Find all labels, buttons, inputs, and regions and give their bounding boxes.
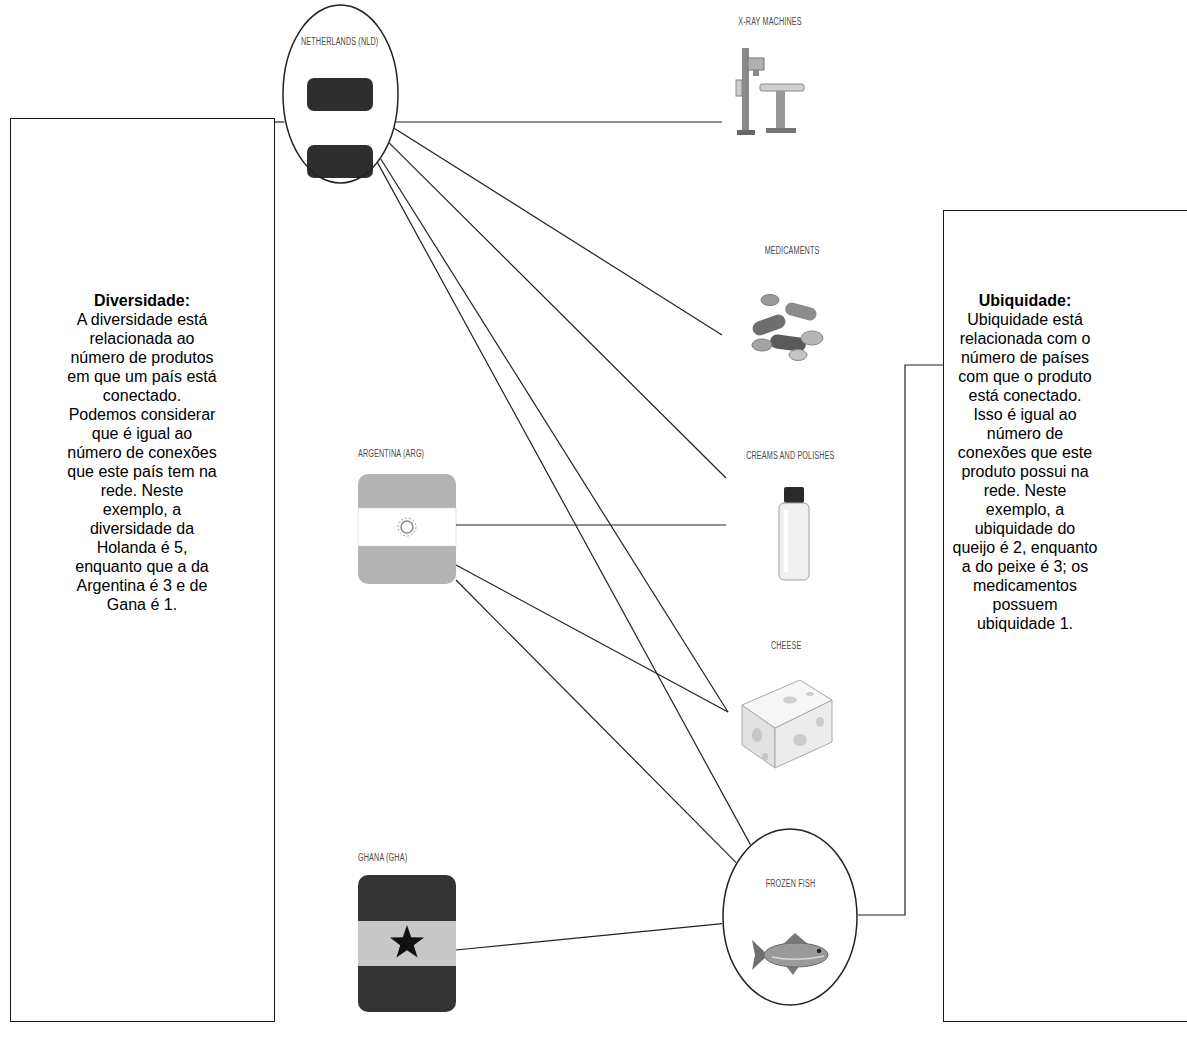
- box-text: Ubiquidade está relacionada com o número…: [952, 310, 1098, 633]
- box-text-holder: A diversidade está relacionada ao número…: [67, 310, 217, 614]
- connector-line: [381, 159, 728, 712]
- product-item: CHEESE: [728, 638, 844, 772]
- bottle-picture: [779, 487, 809, 580]
- box-text: A diversidade está relacionada ao número…: [67, 310, 217, 614]
- product-label: MEDICAMENTS: [765, 245, 820, 257]
- machine-base: [766, 128, 796, 133]
- flag-stripe: [307, 78, 373, 111]
- bottle-cap: [784, 487, 804, 503]
- cheese-hole: [762, 753, 768, 761]
- cheese-hole: [752, 728, 762, 742]
- definition-box: Diversidade:A diversidade está relaciona…: [10, 118, 275, 1022]
- definition-box: Ubiquidade:Ubiquidade está relacionada c…: [943, 210, 1187, 1022]
- flag-band: [358, 508, 456, 546]
- product-label-holder: FROZEN FISH: [722, 878, 858, 890]
- cheese-face: [742, 680, 832, 728]
- flag-sun: [401, 521, 413, 533]
- flag-sun-rays: [398, 518, 416, 536]
- machine-base: [737, 130, 755, 135]
- netherlands-flag: [307, 78, 373, 178]
- flag-band: [358, 921, 456, 966]
- connector-line: [456, 580, 736, 863]
- fish-eye: [817, 949, 821, 953]
- flag-stripe: [307, 145, 373, 178]
- fish-picture: [752, 933, 828, 975]
- flag-band: [358, 875, 456, 1012]
- product-item: X-RAY MACHINES: [722, 14, 818, 138]
- product-label: CREAMS AND POLISHES: [746, 450, 834, 462]
- machine-table: [760, 84, 804, 91]
- product-item: CREAMS AND POLISHES: [726, 448, 854, 582]
- country-label: ARGENTINA (ARG): [358, 448, 424, 460]
- country-label-holder: GHANA (GHA): [358, 852, 456, 864]
- product-circle: FROZEN FISH: [722, 828, 858, 1006]
- product-label-holder: X-RAY MACHINES: [722, 16, 818, 28]
- cheese-hole: [816, 717, 824, 727]
- product-label: X-RAY MACHINES: [738, 16, 801, 28]
- capsule: [784, 301, 818, 322]
- x-ray-machine-picture: [736, 48, 804, 135]
- country-label-holder: NETHERLANDS (NLD): [282, 36, 399, 48]
- machine-tube: [748, 58, 764, 70]
- box-text-holder: Ubiquidade está relacionada com o número…: [952, 310, 1098, 633]
- argentina-flag: [358, 474, 456, 584]
- connector-line: [275, 121, 284, 122]
- connector-line: [389, 143, 726, 478]
- circle-outline: [722, 828, 858, 1006]
- machine-pedestal: [776, 91, 785, 129]
- box-heading: Ubiquidade:: [952, 291, 1098, 310]
- product-label-holder: CHEESE: [728, 640, 844, 652]
- ghana-flag: [358, 875, 456, 1012]
- product-label: FROZEN FISH: [765, 878, 815, 890]
- connector-line: [456, 565, 728, 712]
- flag-star: [390, 925, 424, 958]
- tablet: [789, 350, 807, 361]
- box-heading-holder: Diversidade:: [67, 291, 217, 310]
- bottle-shine: [784, 510, 788, 572]
- connector-line: [396, 121, 722, 122]
- connector-line: [394, 128, 722, 335]
- circle-outline: [282, 4, 399, 184]
- product-label-holder: CREAMS AND POLISHES: [726, 450, 854, 462]
- machine-tube: [753, 70, 759, 76]
- tablet: [752, 339, 772, 351]
- connector-line: [456, 924, 722, 950]
- machine-panel: [736, 80, 742, 96]
- pills-picture: [751, 295, 823, 361]
- capsule: [751, 313, 788, 338]
- tablet: [761, 295, 779, 306]
- circle-outline: [283, 5, 398, 183]
- country-label-holder: ARGENTINA (ARG): [358, 448, 456, 460]
- connector-line: [456, 524, 726, 525]
- product-item: MEDICAMENTS: [722, 243, 862, 368]
- tablet: [801, 331, 823, 345]
- fish-body: [764, 943, 828, 967]
- box-heading-holder: Ubiquidade:: [952, 291, 1098, 310]
- country-label: GHANA (GHA): [358, 852, 407, 864]
- country-label: NETHERLANDS (NLD): [301, 36, 378, 48]
- fish-stripe: [772, 956, 824, 959]
- product-label-holder: MEDICAMENTS: [722, 245, 862, 257]
- circle-outline: [723, 829, 857, 1005]
- bottle-body: [779, 503, 809, 580]
- country-item: GHANA (GHA): [358, 850, 456, 1015]
- cheese-hole: [806, 692, 814, 696]
- cheese-picture: [742, 680, 832, 768]
- country-circle: NETHERLANDS (NLD): [282, 4, 399, 184]
- cheese-hole: [793, 734, 807, 746]
- connector-line: [858, 365, 943, 915]
- product-label: CHEESE: [771, 640, 801, 652]
- cheese-hole: [783, 697, 797, 704]
- box-heading: Diversidade:: [67, 291, 217, 310]
- connector-line: [378, 163, 751, 845]
- country-item: ARGENTINA (ARG): [358, 446, 456, 586]
- flag-band: [358, 474, 456, 584]
